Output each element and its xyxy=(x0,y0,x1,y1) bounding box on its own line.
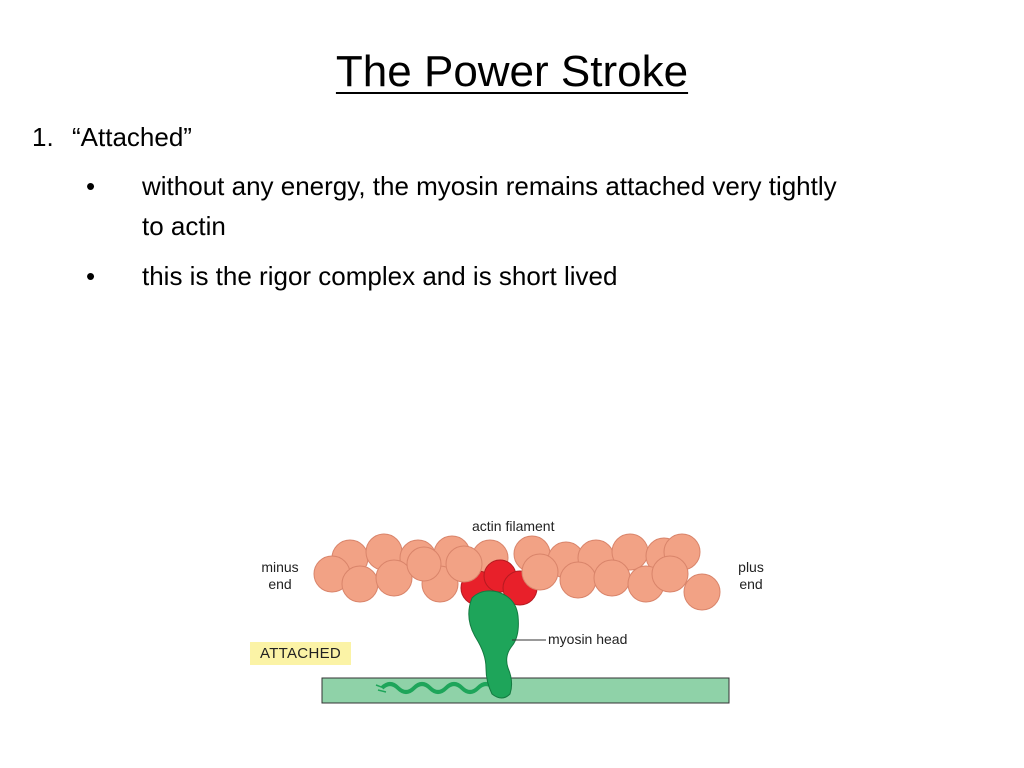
actin-filament-front xyxy=(313,545,721,611)
myosin-head-label: myosin head xyxy=(548,631,628,647)
bullet-text: without any energy, the myosin remains a… xyxy=(142,171,837,241)
myosin-head xyxy=(468,590,519,699)
bullet-icon: • xyxy=(86,261,96,291)
step-number: 1. xyxy=(32,122,54,152)
attached-state-label: ATTACHED xyxy=(250,642,352,665)
bullet-item: • this is the rigor complex and is short… xyxy=(86,256,862,296)
slide-title: The Power Stroke xyxy=(0,42,1024,102)
plus-end-label: plus end xyxy=(738,559,764,592)
power-stroke-figure: actin filament minus end plus end myosin… xyxy=(232,500,792,715)
bullet-icon: • xyxy=(86,171,96,201)
slide-title-text: The Power Stroke xyxy=(335,47,689,96)
actin-myosin-diagram xyxy=(313,533,730,704)
bullet-text: this is the rigor complex and is short l… xyxy=(142,261,618,291)
step-label: “Attached” xyxy=(72,122,192,152)
actin-filament-label: actin filament xyxy=(472,518,555,534)
bullet-item: • without any energy, the myosin remains… xyxy=(86,166,862,246)
tail-end-marks xyxy=(375,684,387,693)
minus-end-label: minus end xyxy=(261,559,299,592)
step-heading: 1. “Attached” xyxy=(32,120,192,154)
